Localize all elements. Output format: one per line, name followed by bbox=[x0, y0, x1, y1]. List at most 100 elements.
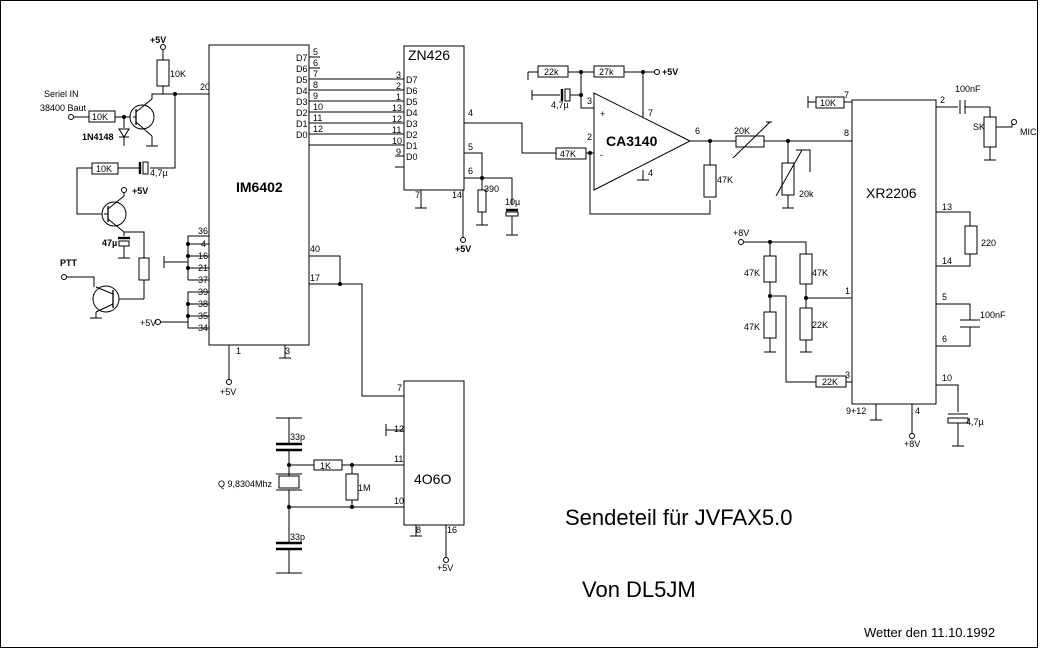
vco-pin-8: 8 bbox=[844, 128, 849, 138]
cnt-pin-11: 11 bbox=[394, 454, 403, 464]
im6402-label: IM6402 bbox=[236, 179, 283, 195]
schematic-title: Sendeteil für JVFAX5.0 bbox=[565, 505, 792, 530]
op-pin-4: 4 bbox=[648, 168, 653, 178]
zn426-body bbox=[403, 45, 465, 191]
diode-label: 1N4148 bbox=[82, 132, 114, 142]
ptt-terminal bbox=[61, 274, 67, 280]
uart-left-pins: +5V 36 4 16 21 37 39 38 35 34 bbox=[140, 226, 209, 333]
resistor-47k-bias-a-label: 47K bbox=[744, 268, 760, 278]
sk-label: SK bbox=[973, 122, 985, 132]
resistor-220-label: 220 bbox=[981, 238, 996, 248]
uart-pin-16: 16 bbox=[198, 251, 208, 261]
uart-pin-3: 3 bbox=[285, 346, 290, 356]
dac-pin-num-14: 14 bbox=[452, 190, 462, 200]
dac-pin-name-d7: D7 bbox=[406, 75, 418, 85]
capacitor-4u7-input bbox=[142, 161, 149, 175]
resistor-27k-label: 27k bbox=[599, 67, 614, 77]
op-pin-7: 7 bbox=[648, 108, 653, 118]
resistor-47k-feedback bbox=[703, 164, 717, 198]
potentiometer-sk bbox=[983, 116, 997, 148]
capacitor-4u7-input-label: 4,7µ bbox=[150, 168, 168, 178]
crystal-9-8304mhz bbox=[278, 475, 300, 489]
chip-xr2206: XR2206 7 8 2 13 14 1 5 6 3 10 4 9+12 10K… bbox=[733, 84, 1037, 449]
uart-pin-num-8: 8 bbox=[313, 80, 318, 90]
capacitor-4u7-vco-label: 4,7µ bbox=[966, 417, 984, 427]
ptt-label: PTT bbox=[60, 258, 78, 268]
dac-pin-num-9: 9 bbox=[396, 147, 401, 157]
uart-pin-35: 35 bbox=[198, 311, 208, 321]
tx-vcc-label: +5V bbox=[132, 186, 148, 196]
uart-pin-num-7: 7 bbox=[313, 69, 318, 79]
uart-pin-name-d6: D6 bbox=[296, 64, 308, 74]
chip-4060: 4O6O 7 12 11 10 8 16 +5V bbox=[385, 380, 465, 573]
dac-pin-num-2: 2 bbox=[396, 81, 401, 91]
uart-pin-name-d4: D4 bbox=[296, 86, 308, 96]
resistor-10k-serial-label: 10K bbox=[92, 112, 108, 122]
vco-pin-2: 2 bbox=[940, 95, 945, 105]
uart-pin-num-6: 6 bbox=[313, 58, 318, 68]
resistor-22k-label: 22k bbox=[544, 67, 559, 77]
capacitor-47u-label: 47µ bbox=[102, 238, 117, 248]
dac-pin-num-7: 7 bbox=[415, 190, 420, 200]
transistor-ptt bbox=[92, 285, 120, 313]
vco-pin-1: 1 bbox=[845, 286, 850, 296]
uart-pin-20: 20 bbox=[200, 82, 210, 92]
4060-body bbox=[403, 380, 465, 526]
op-plus-sign: + bbox=[600, 109, 605, 119]
capacitor-4u7-vco bbox=[947, 417, 969, 424]
chip-im6402: IM6402 bbox=[208, 44, 310, 346]
resistor-22k-bias bbox=[799, 307, 813, 341]
chip-zn426: ZN426 D7 D6 D5 D4 D3 D2 D1 D0 3 2 1 13 1… bbox=[392, 45, 465, 191]
capacitor-33p-bottom-label: 33p bbox=[290, 532, 305, 542]
uart-pin-num-10: 10 bbox=[313, 102, 323, 112]
resistor-47k-bias-b bbox=[763, 311, 777, 339]
uart-pin-38: 38 bbox=[198, 299, 208, 309]
dac-vcc-label: +5V bbox=[455, 244, 471, 254]
uart-pin-num-12: 12 bbox=[313, 124, 323, 134]
dac-pin-name-d2: D2 bbox=[406, 130, 418, 140]
dac-pin-num-4: 4 bbox=[468, 108, 473, 118]
resistor-10k-pullup-label: 10K bbox=[170, 69, 186, 79]
serial-in-label: Seriel IN bbox=[44, 89, 79, 99]
dac-pin-name-d3: D3 bbox=[406, 119, 418, 129]
resistor-base-ptt bbox=[138, 257, 150, 281]
resistor-47k-bias-c-label: 47K bbox=[812, 268, 828, 278]
op-pin-2: 2 bbox=[587, 132, 592, 142]
uart-pin-name-d7: D7 bbox=[296, 53, 308, 63]
resistor-1m bbox=[345, 473, 359, 501]
vco-pin-13: 13 bbox=[942, 202, 952, 212]
vco-pin-6: 6 bbox=[942, 334, 947, 344]
4060-label: 4O6O bbox=[414, 471, 451, 487]
uart-pin-num-5: 5 bbox=[313, 47, 318, 57]
dac-pin-num-5: 5 bbox=[468, 142, 473, 152]
uart-pin-name-d3: D3 bbox=[296, 97, 308, 107]
resistor-47k-bias-b-label: 47K bbox=[744, 322, 760, 332]
uart-pin-34: 34 bbox=[198, 323, 208, 333]
uart-pin-17: 17 bbox=[310, 273, 320, 283]
resistor-390-label: 390 bbox=[484, 184, 499, 194]
dac-pin-num-10: 10 bbox=[392, 136, 402, 146]
crystal-oscillator: 33p 1K Q 9,8304Mhz 1M 33p bbox=[218, 417, 404, 574]
uart-vcc-label: +5V bbox=[220, 387, 236, 397]
dac-pin-num-3: 3 bbox=[396, 70, 401, 80]
xr2206-body bbox=[851, 99, 937, 405]
trimmer-20k-label: 20K bbox=[734, 126, 750, 136]
uart-pin-4: 4 bbox=[201, 239, 206, 249]
uart-pin-num-11: 11 bbox=[313, 113, 322, 123]
vco-pin-7: 7 bbox=[844, 90, 849, 100]
dac-pin-name-d4: D4 bbox=[406, 108, 418, 118]
pullup-vcc-label: +5V bbox=[150, 35, 166, 45]
dac-pin-num-11: 11 bbox=[392, 125, 401, 135]
resistor-47k-bias-c bbox=[799, 253, 813, 285]
resistor-10k-pullup bbox=[156, 59, 170, 87]
uart-bottom-pins: +5V 1 3 40 17 bbox=[220, 244, 404, 397]
vco-pin-4: 4 bbox=[915, 406, 920, 416]
resistor-47k-bias-a bbox=[763, 255, 777, 283]
dac-pin-num-12: 12 bbox=[392, 114, 402, 124]
capacitor-100nf-timing-label: 100nF bbox=[980, 310, 1006, 320]
capacitor-33p-top-label: 33p bbox=[290, 432, 305, 442]
diode-1n4148 bbox=[118, 128, 130, 138]
uart-pin-name-d5: D5 bbox=[296, 75, 308, 85]
